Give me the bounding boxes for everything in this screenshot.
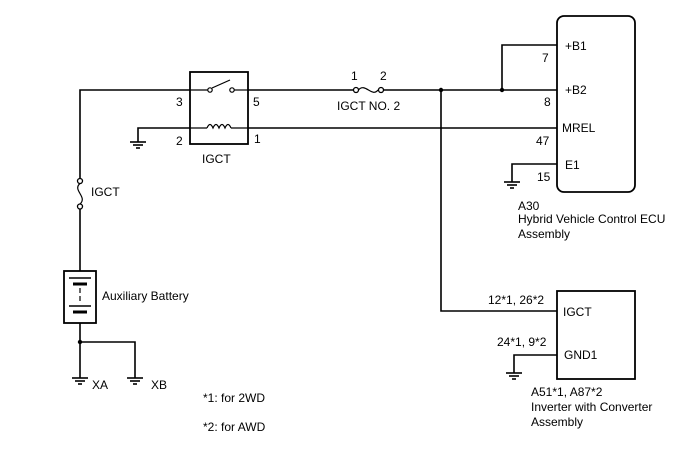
battery-icon bbox=[69, 277, 91, 314]
fuse-icon-igct-no2 bbox=[352, 86, 385, 94]
wire-e1 bbox=[511, 163, 557, 182]
ecu-box bbox=[556, 15, 636, 193]
inverter-pin-gnd1: 24*1, 9*2 bbox=[497, 335, 547, 349]
wire-b1 bbox=[501, 44, 557, 90]
ecu-terminal-b1-label: +B1 bbox=[565, 39, 587, 53]
ecu-name-line2: Assembly bbox=[518, 227, 570, 241]
inverter-terminal-gnd1-label: GND1 bbox=[564, 348, 598, 362]
relay-pin-3: 3 bbox=[176, 95, 183, 109]
ecu-terminal-e1-label: E1 bbox=[565, 158, 580, 172]
note-awd: *2: for AWD bbox=[203, 420, 266, 434]
wire-relay-3 bbox=[79, 89, 190, 178]
relay-name: IGCT bbox=[202, 152, 231, 166]
fuse-icon-igct bbox=[76, 177, 84, 210]
ecu-name-line1: Hybrid Vehicle Control ECU bbox=[518, 212, 665, 226]
fuse-main-name: IGCT NO. 2 bbox=[337, 99, 400, 113]
fuse-main-pin1: 1 bbox=[351, 69, 358, 83]
wire-inverter-igct bbox=[440, 90, 557, 312]
ground-xa-label: XA bbox=[92, 378, 108, 392]
ecu-pin-15: 15 bbox=[537, 170, 551, 184]
relay-coil-icon bbox=[190, 123, 248, 130]
ground-icon-xa bbox=[72, 377, 88, 385]
inverter-pin-igct: 12*1, 26*2 bbox=[488, 293, 544, 307]
relay-pin-5: 5 bbox=[253, 95, 260, 109]
wire-ground-xb bbox=[80, 341, 136, 378]
battery-box bbox=[63, 270, 97, 324]
inverter-code: A51*1, A87*2 bbox=[531, 385, 603, 399]
note-2wd: *1: for 2WD bbox=[203, 391, 265, 405]
relay-switch-icon bbox=[190, 79, 248, 93]
ecu-pin-8: 8 bbox=[544, 95, 551, 109]
ecu-pin-7: 7 bbox=[542, 51, 549, 65]
inverter-name-line1: Inverter with Converter bbox=[531, 400, 652, 414]
ground-icon-e1 bbox=[504, 181, 520, 189]
fuse-left-name: IGCT bbox=[91, 185, 120, 199]
wire-relay-2-ground bbox=[137, 127, 190, 142]
fuse-main-pin2: 2 bbox=[380, 69, 387, 83]
relay-box bbox=[189, 71, 249, 145]
wire-gnd1 bbox=[513, 354, 557, 373]
ecu-terminal-mrel-label: MREL bbox=[562, 121, 596, 135]
relay-pin-1: 1 bbox=[254, 132, 261, 146]
ecu-terminal-b2-label: +B2 bbox=[565, 83, 587, 97]
inverter-name-line2: Assembly bbox=[531, 415, 583, 429]
ground-icon-xb bbox=[127, 377, 143, 385]
ground-xb-label: XB bbox=[151, 378, 167, 392]
ecu-pin-47: 47 bbox=[536, 134, 550, 148]
inverter-terminal-igct-label: IGCT bbox=[563, 305, 592, 319]
relay-pin-2: 2 bbox=[176, 134, 183, 148]
inverter-box bbox=[556, 290, 636, 380]
ecu-code: A30 bbox=[518, 199, 540, 213]
ground-icon-relay bbox=[130, 141, 146, 149]
battery-name: Auxiliary Battery bbox=[102, 289, 189, 303]
ground-icon-gnd1 bbox=[506, 372, 522, 380]
